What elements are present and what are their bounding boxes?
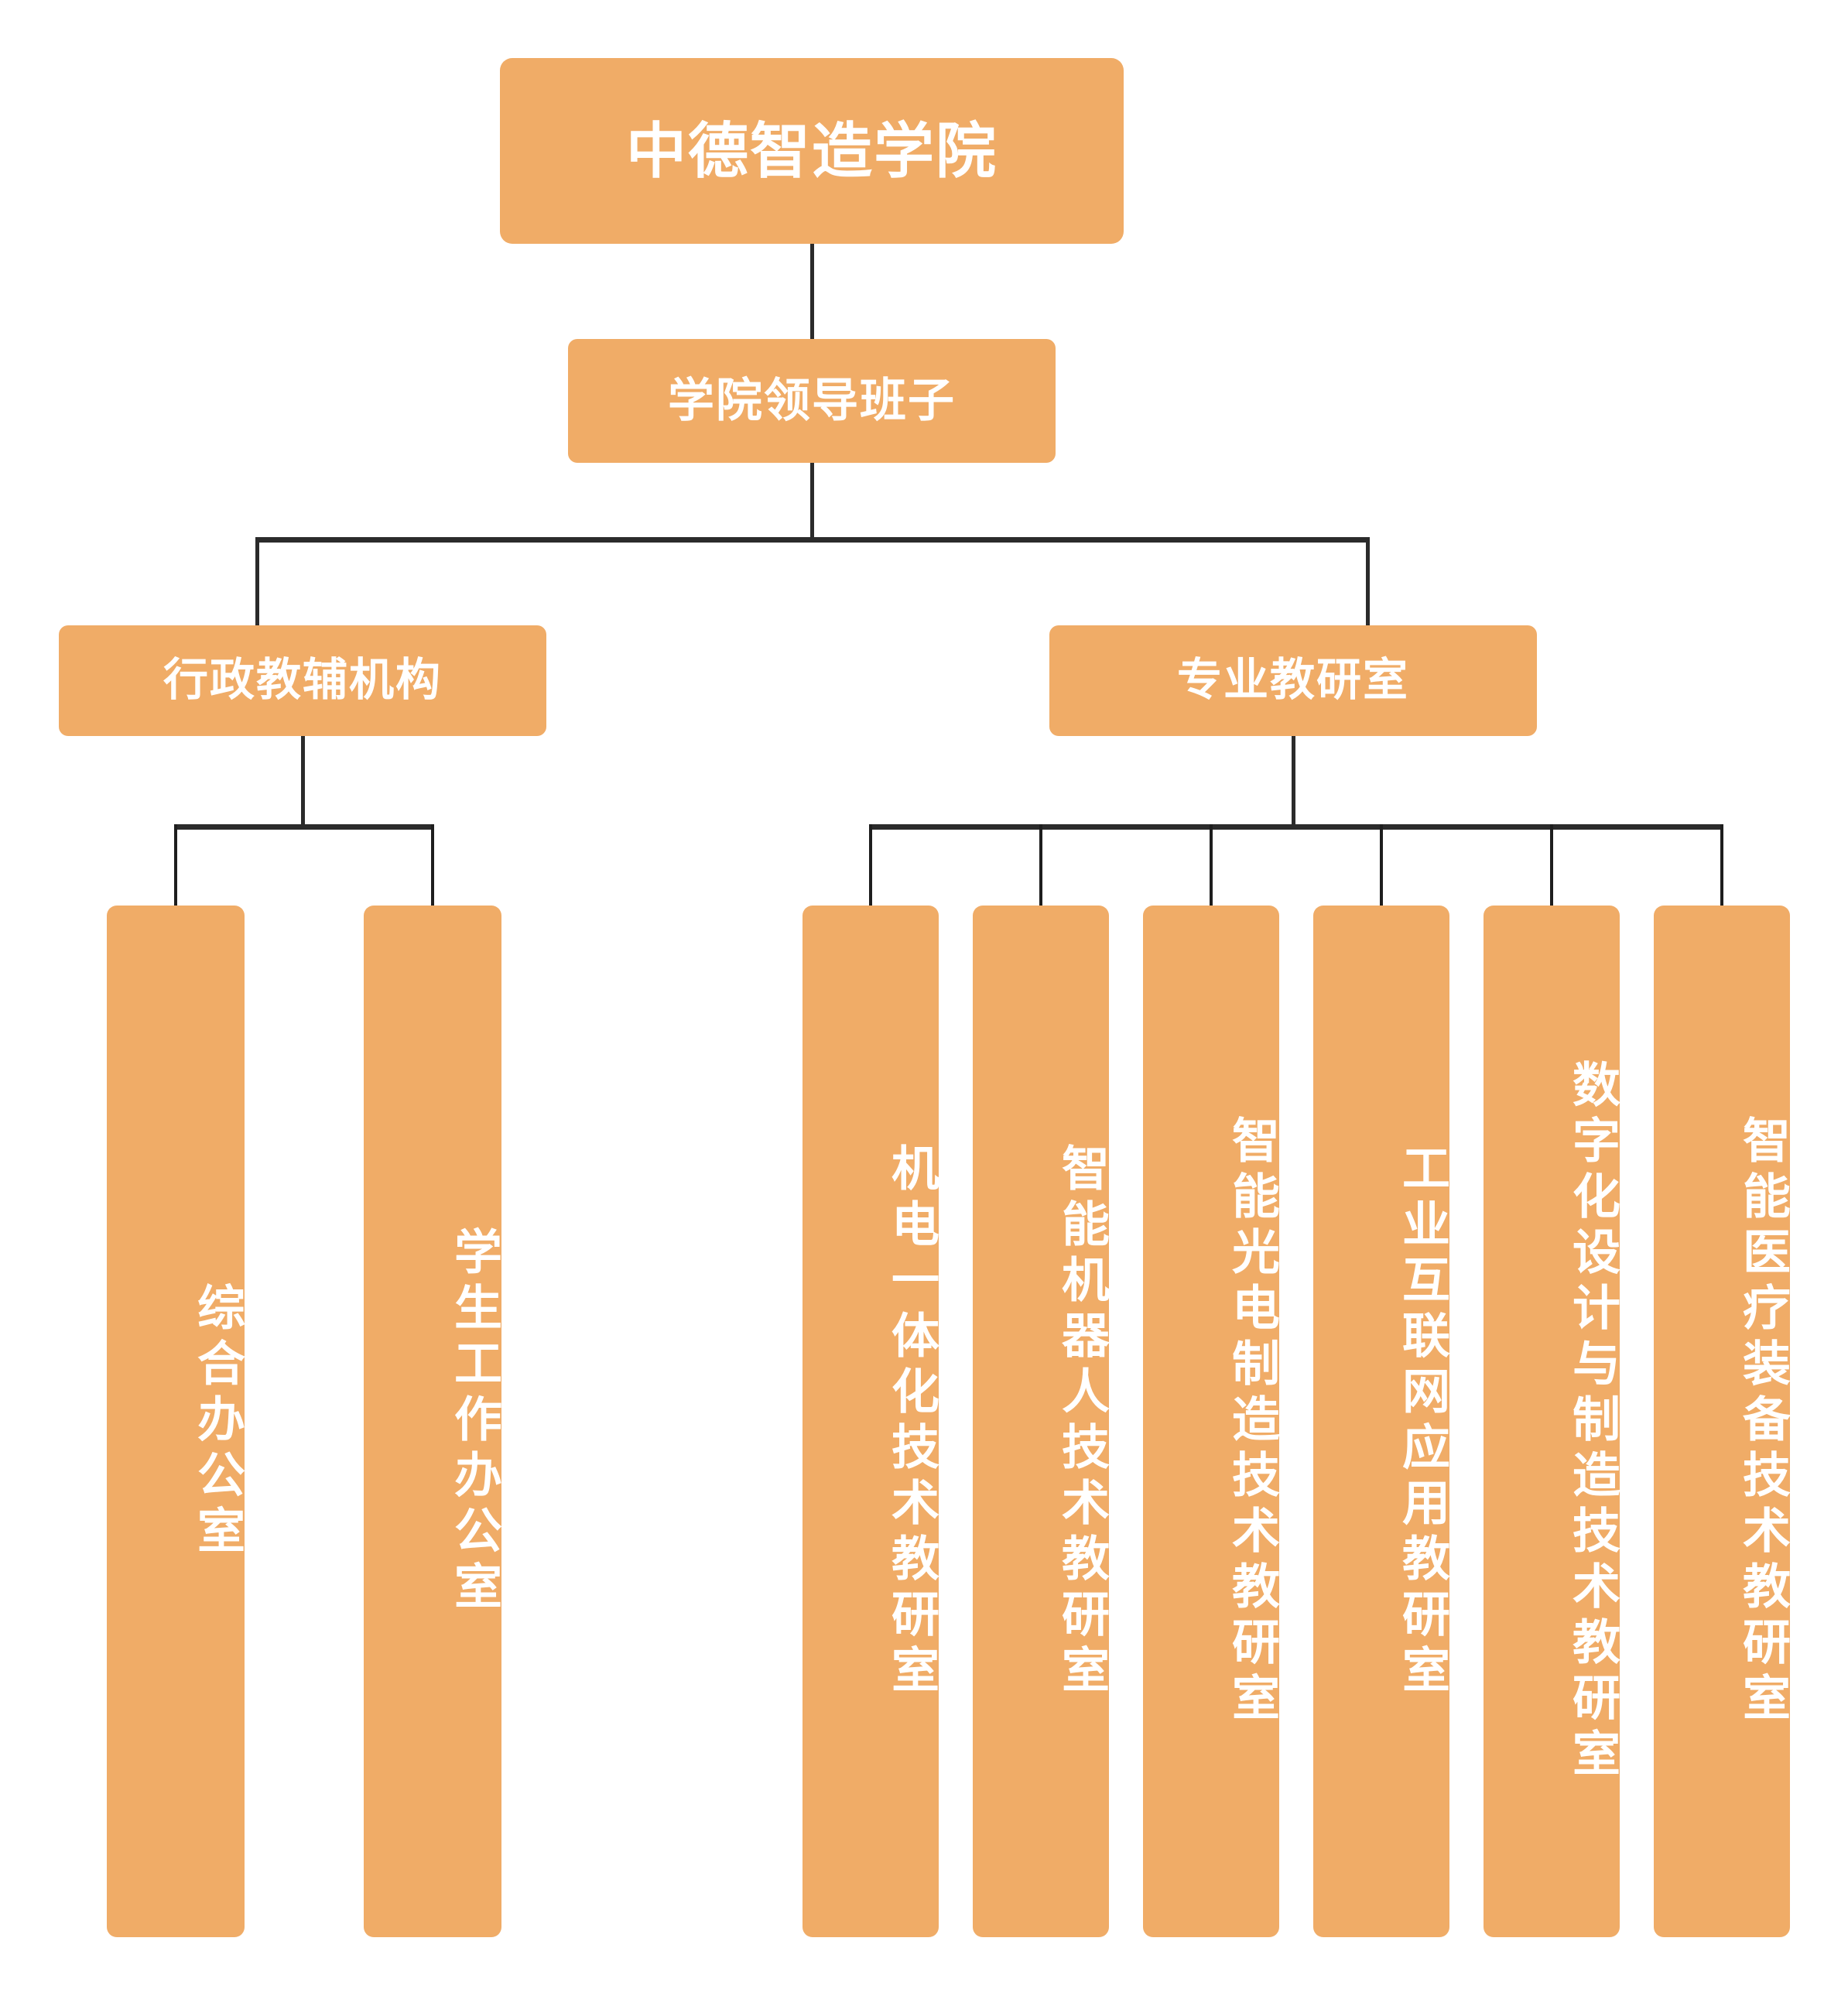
node-student-affairs-office[interactable]: 学生工作办公室	[364, 906, 501, 1937]
connector-teaching-drop-3	[1210, 824, 1213, 906]
connector-admin-drop-2	[431, 824, 434, 906]
connector-bus-to-admin	[255, 537, 259, 625]
connector-leadership-stem	[810, 463, 814, 539]
node-professional-teaching-offices[interactable]: 专业教研室	[1049, 625, 1537, 736]
connector-teaching-drop-6	[1720, 824, 1723, 906]
node-digital-design-manufacturing-teaching-office[interactable]: 数字化设计与制造技术教研室	[1484, 906, 1620, 1937]
connector-teaching-drop-2	[1039, 824, 1042, 906]
node-administrative-support[interactable]: 行政教辅机构	[59, 625, 546, 736]
node-medical-equipment-teaching-office[interactable]: 智能医疗装备技术教研室	[1654, 906, 1790, 1937]
node-industrial-internet-teaching-office[interactable]: 工业互联网应用教研室	[1313, 906, 1449, 1937]
node-general-office[interactable]: 综合办公室	[107, 906, 245, 1937]
node-mechatronics-teaching-office[interactable]: 机电一体化技术教研室	[803, 906, 939, 1937]
connector-bus-to-teaching	[1366, 537, 1370, 625]
connector-admin-stem	[301, 736, 305, 827]
connector-admin-drop-1	[174, 824, 177, 906]
connector-level3-bus	[255, 537, 1370, 543]
connector-teaching-stem	[1292, 736, 1295, 827]
connector-teaching-drop-1	[869, 824, 872, 906]
node-leadership-team[interactable]: 学院领导班子	[568, 339, 1056, 463]
connector-teaching-bus	[869, 824, 1723, 830]
connector-teaching-drop-4	[1380, 824, 1383, 906]
connector-admin-bus	[174, 824, 434, 830]
connector-root-to-leadership	[810, 244, 814, 339]
connector-teaching-drop-5	[1550, 824, 1553, 906]
node-root-college[interactable]: 中德智造学院	[500, 58, 1124, 244]
node-intelligent-robotics-teaching-office[interactable]: 智能机器人技术教研室	[973, 906, 1109, 1937]
node-optoelectronic-manufacturing-teaching-office[interactable]: 智能光电制造技术教研室	[1143, 906, 1279, 1937]
